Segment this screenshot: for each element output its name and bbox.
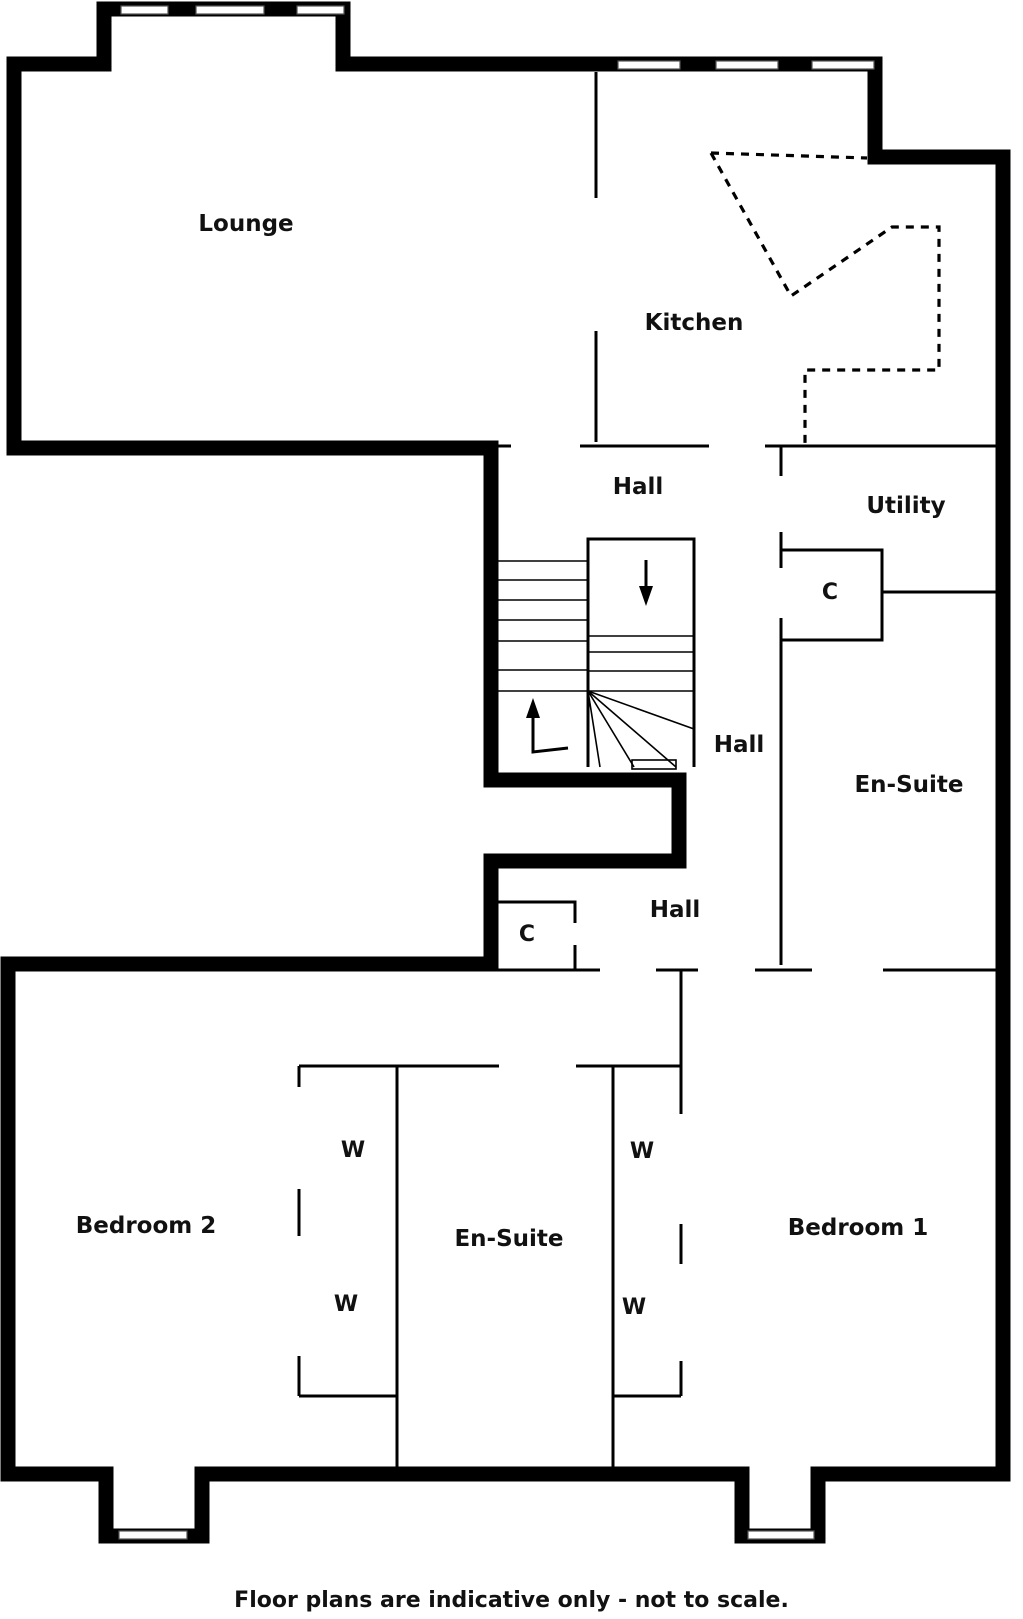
room-label-hall-middle: Hall (714, 732, 765, 758)
disclaimer-text: Floor plans are indicative only - not to… (234, 1588, 789, 1613)
room-label-bedroom-1: Bedroom 1 (788, 1215, 929, 1241)
wardrobe-label-1: W (341, 1138, 365, 1163)
wardrobe-label-3: W (630, 1139, 654, 1164)
room-label-utility: Utility (866, 493, 945, 519)
room-label-hall-lower: Hall (650, 897, 701, 923)
room-label-cupboard-right: C (822, 580, 838, 605)
exterior-wall (0, 1, 1011, 1544)
up-arrow-icon (526, 698, 569, 754)
room-label-cupboard-left: C (519, 922, 535, 947)
wardrobe-label-2: W (334, 1292, 358, 1317)
windows-top (120, 5, 875, 70)
wardrobe-label-4: W (622, 1295, 646, 1320)
interior-walls (297, 72, 997, 1474)
kitchen-units (709, 151, 941, 446)
windows-bottom (118, 1530, 815, 1540)
down-arrow-icon (639, 560, 653, 606)
room-label-kitchen: Kitchen (645, 310, 744, 336)
room-label-en-suite-bottom: En-Suite (454, 1226, 563, 1252)
room-label-hall-top: Hall (613, 474, 664, 500)
staircase (498, 537, 696, 770)
room-label-bedroom-2: Bedroom 2 (76, 1213, 217, 1239)
room-label-en-suite-right: En-Suite (854, 772, 963, 798)
room-label-lounge: Lounge (198, 211, 293, 237)
